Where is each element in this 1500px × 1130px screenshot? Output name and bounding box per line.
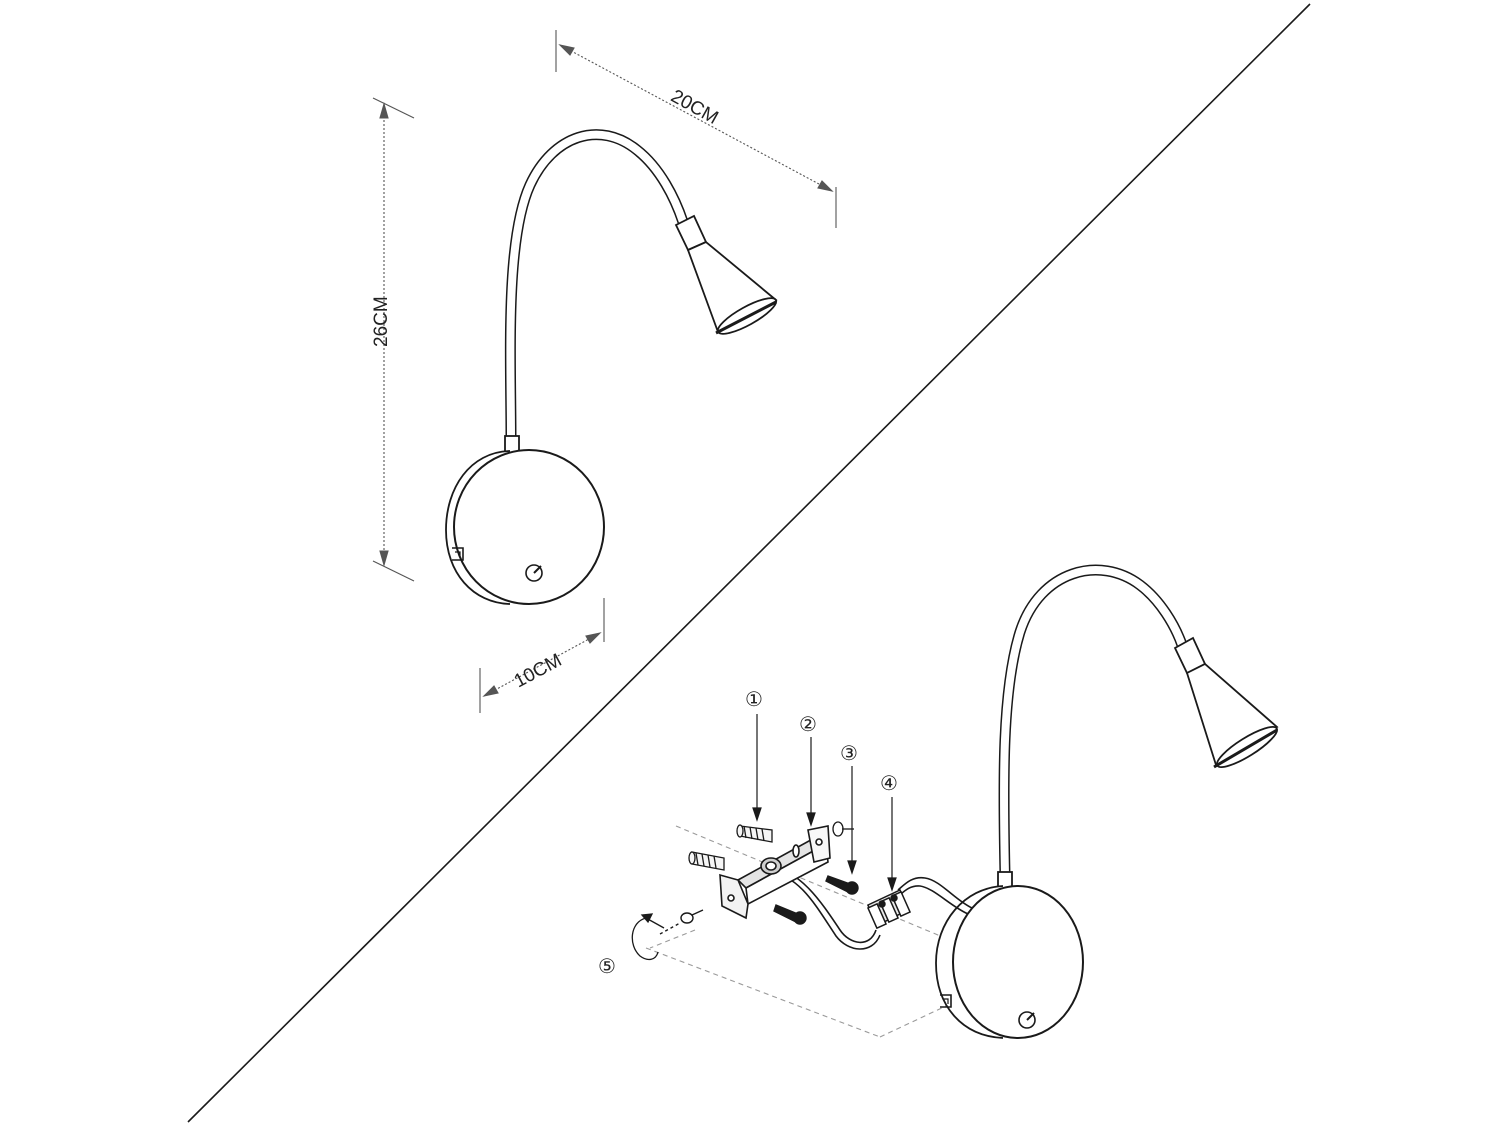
- wall-plug-2: [688, 851, 725, 871]
- lamp-head-top: [674, 214, 778, 335]
- terminal-block: [866, 888, 912, 930]
- mounting-bracket: [719, 825, 831, 920]
- callout-numbers: ① ② ③ ④ ⑤: [598, 687, 898, 978]
- dimension-height: [372, 97, 415, 582]
- part-label-2: ②: [799, 712, 817, 736]
- dimension-depth-label: 10CM: [511, 650, 566, 692]
- callout-leaders: [752, 714, 897, 892]
- lamp-head-bottom: [1173, 636, 1279, 769]
- screw-long-1: [825, 875, 859, 895]
- dimension-height-label: 26CM: [371, 296, 392, 347]
- dimension-width: [555, 30, 837, 228]
- wall-divider-line: [187, 3, 1311, 1123]
- part-label-3: ③: [840, 741, 858, 765]
- part-label-1: ①: [745, 687, 763, 711]
- assembly-guide-lines: [645, 825, 951, 1038]
- rotation-arrow-icon: [631, 913, 665, 961]
- lamp-dimension-view: 20CM 26CM 10CM: [371, 30, 837, 713]
- lamp-installation-view: ① ② ③ ④ ⑤: [598, 564, 1279, 1039]
- screw-small: [832, 821, 854, 837]
- part-label-4: ④: [880, 771, 898, 795]
- wall-plug-1: [736, 824, 773, 843]
- screw-fixing: [659, 909, 704, 935]
- dimension-width-label: 20CM: [667, 86, 722, 129]
- dimension-depth: [479, 598, 605, 713]
- part-label-5: ⑤: [598, 954, 616, 978]
- screw-long-2: [773, 904, 807, 925]
- wall-base-disc-top: [445, 449, 605, 605]
- wall-base-disc-bottom: [935, 885, 1084, 1039]
